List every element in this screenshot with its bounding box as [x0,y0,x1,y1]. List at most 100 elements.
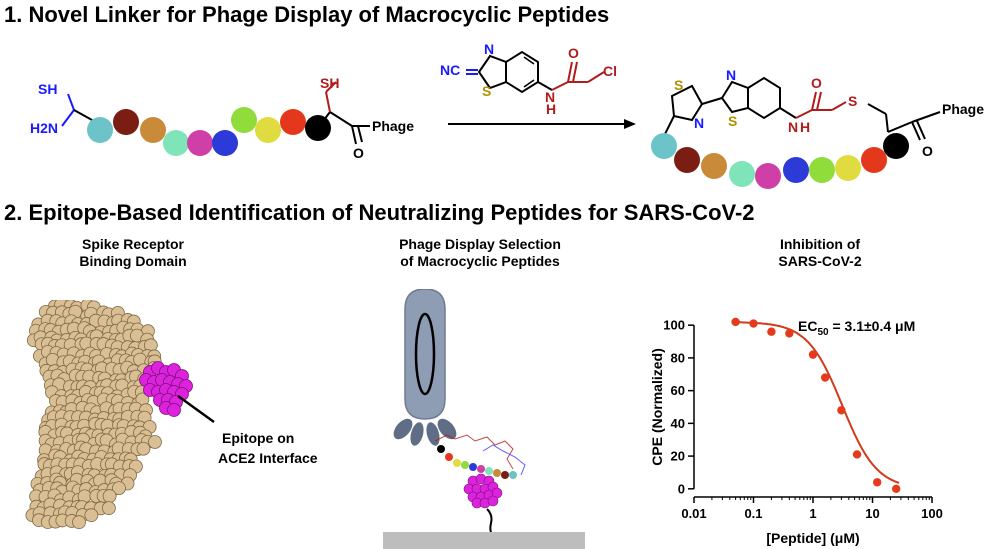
residue-bead [674,147,700,173]
mini-residue-bead [477,465,485,473]
mini-residue-bead [437,445,445,453]
mini-residue-bead [453,459,461,467]
data-point [837,406,846,415]
data-point [852,450,862,459]
linker-chain [434,434,514,470]
h-label: H [546,101,556,117]
chloro-label: Cl [603,63,617,79]
residue-bead [861,147,887,173]
protein-atom [112,481,126,496]
residue-bead [113,109,139,135]
protein-atom [148,435,162,449]
y-tick-label: 20 [671,449,685,464]
residue-bead [883,133,909,159]
carbonyl-o-label: O [353,145,364,161]
x-tick-label: 10 [865,506,879,521]
residue-bead [187,130,213,156]
section-2-title: 2. Epitope-Based Identification of Neutr… [4,200,755,225]
protein-atom [84,508,99,523]
nh-label: N [788,119,798,135]
fit-curve [735,321,900,484]
residue-bead [231,107,257,133]
protein-atom [101,501,116,516]
data-point [891,484,901,494]
s-label-3: S [728,113,737,129]
inhibition-title-line2: SARS-CoV-2 [778,253,862,269]
ec50-value: = 3.1±0.4 μM [829,318,916,334]
mini-residue-bead [501,471,509,479]
linker-chain-2 [482,444,526,476]
x-tick-label: 0.01 [681,506,706,521]
protein-atom [136,441,151,456]
linear-peptide: SH H2N SH Phage O [30,75,414,161]
protein-atom [72,515,86,530]
residue-beads-cyclic [651,133,909,189]
residue-bead [729,161,755,187]
mini-residue-bead [509,471,517,479]
nh-h-label: H [800,119,810,135]
ec50-subscript: 50 [817,327,829,338]
n-label-2: N [545,89,555,105]
phage-tail-fiber [393,418,413,440]
data-point [749,319,758,328]
mini-residue-bead [461,461,469,469]
phage-tail-fiber [410,422,424,446]
s-label: S [482,83,491,99]
bound-epitope [463,473,503,509]
phage-label: Phage [372,118,414,134]
phage-genome [414,312,436,396]
epitope-label-line1: Epitope on [222,430,294,446]
carbonyl-o-label-2: O [922,143,933,159]
residue-bead [783,157,809,183]
ec50-main: EC [798,318,817,334]
residue-bead [651,133,677,159]
data-point [731,317,740,327]
fit-curve-line [735,321,900,484]
x-tick-label: 1 [809,506,816,521]
thiol-label: SH [38,81,57,97]
data-point [808,350,818,359]
residue-bead [755,163,781,189]
s-label-2: S [674,77,683,93]
residue-bead [280,109,306,135]
data-point [767,327,776,336]
o-label: O [568,45,579,61]
x-tick-label: 100 [921,506,943,521]
data-point [820,373,830,382]
nitrile-label: NC [440,62,460,78]
rbd-title-line1: Spike Receptor [82,236,184,252]
rbd-protein-surface [25,300,162,530]
phage-panel-title: Phage Display Selection of Macrocyclic P… [380,236,580,270]
phage-label-2: Phage [942,101,984,117]
inhibition-panel-title: Inhibition of SARS-CoV-2 [745,236,895,270]
epitope-pointer-line [177,394,215,424]
y-tick-label: 80 [671,350,685,365]
inhibition-title-line1: Inhibition of [779,236,861,252]
data-points [731,317,901,494]
n-label-4: N [726,67,736,83]
y-tick-label: 60 [671,383,685,398]
n-label: N [484,41,494,57]
residue-beads [87,107,331,156]
solid-support-surface [383,532,585,549]
ec50-annotation: EC50 = 3.1±0.4 μM [798,318,915,338]
amine-label: H2N [30,120,58,136]
protein-atom [102,489,117,503]
residue-bead [835,155,861,181]
residue-bead [809,157,835,183]
y-tick-label: 40 [671,416,685,431]
section-1-title: 1. Novel Linker for Phage Display of Mac… [4,2,610,27]
mini-residue-bead [445,453,453,461]
residue-bead [87,117,113,143]
epitope-atom [487,495,499,507]
data-point [873,478,882,487]
x-tick-label: 0.1 [744,506,762,521]
residue-bead [701,153,727,179]
x-axis-label: [Peptide] (μM) [766,530,859,546]
mini-residue-bead [493,469,501,477]
phage-tail-fiber [437,418,457,440]
residue-bead [305,115,331,141]
residue-bead [163,130,189,156]
